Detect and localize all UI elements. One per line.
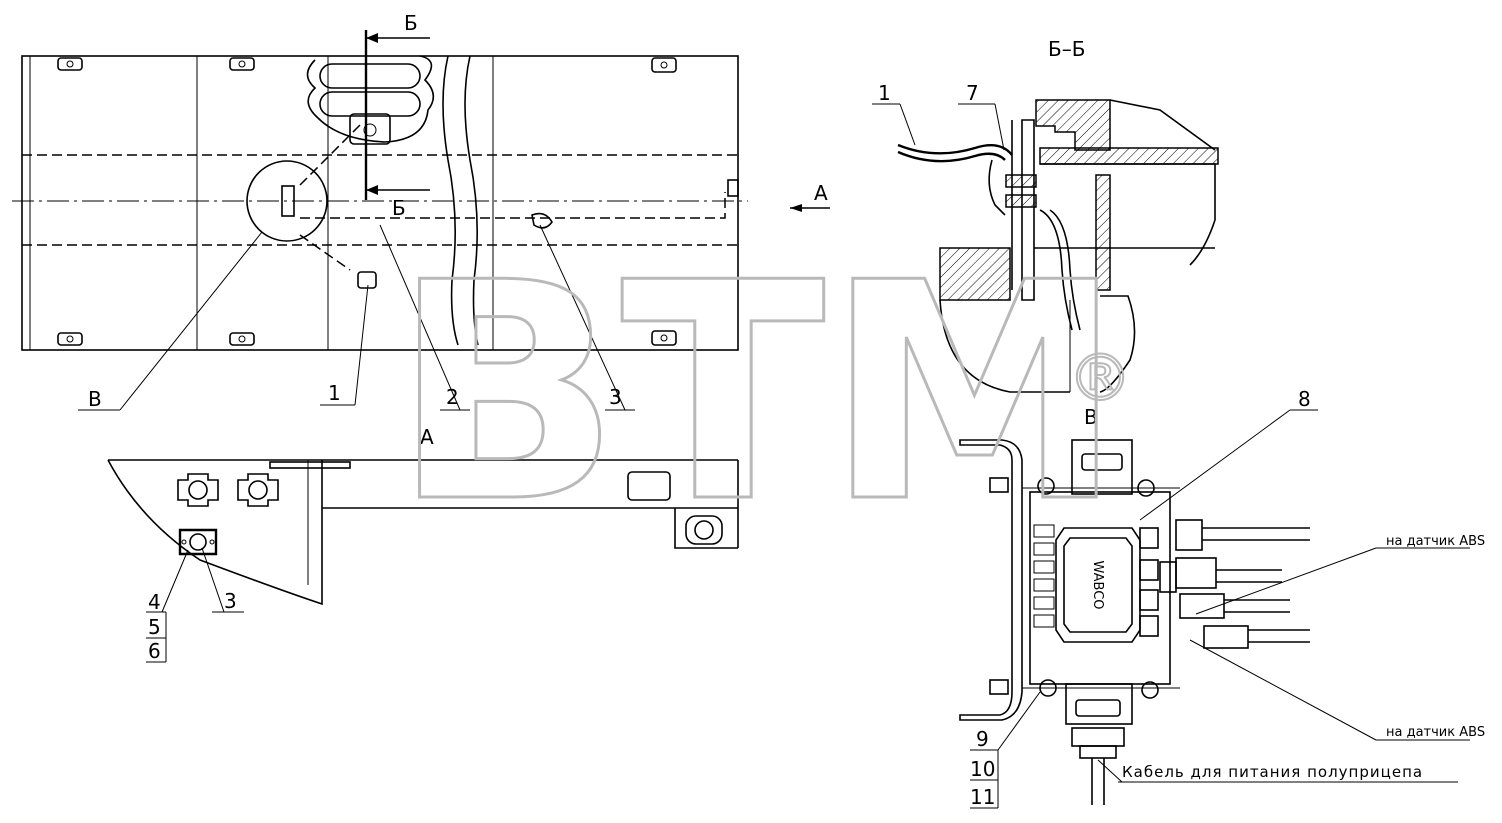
clamp-icon [229, 57, 255, 71]
view-mark-a: А [814, 181, 828, 205]
clamp-icon [57, 332, 83, 346]
connector-icon [237, 473, 279, 507]
note-abs-bottom: на датчик ABS [1386, 725, 1485, 740]
clamp-icon [651, 330, 677, 346]
section-bb: Б–Б 1 7 [872, 37, 1219, 393]
cable-label: Кабель для питания полуприцепа [1122, 763, 1423, 781]
top-view: Б Б А В 1 2 3 [12, 11, 830, 411]
clamp-icon [229, 332, 255, 346]
callout-8: 8 [1298, 387, 1311, 411]
callout-9: 9 [976, 727, 989, 751]
callout-1: 1 [328, 381, 341, 405]
connector-icon [177, 473, 219, 507]
callout-1-bb: 1 [878, 81, 891, 105]
port-bank-right [1139, 527, 1159, 637]
view-a: А 4 5 6 3 [107, 425, 739, 663]
port-bank-left [1033, 524, 1055, 628]
callout-10: 10 [970, 757, 995, 781]
section-mark-top: Б [404, 11, 418, 35]
clamp-icon [651, 57, 677, 73]
clamp-icon [685, 515, 723, 545]
view-v-title: В [1084, 405, 1098, 429]
callout-5: 5 [148, 615, 161, 639]
callout-6: 6 [148, 639, 161, 663]
section-mark-bottom: Б [392, 196, 406, 220]
watermark-text: BTM [392, 219, 1124, 568]
callout-v: В [88, 387, 102, 411]
clamp-icon [57, 57, 83, 71]
callout-3-view-a: 3 [224, 589, 237, 613]
socket-icon [178, 528, 218, 556]
view-a-title: А [420, 425, 434, 449]
callout-4: 4 [148, 590, 161, 614]
callout-3: 3 [609, 385, 622, 409]
note-abs-top: на датчик ABS [1386, 534, 1485, 549]
watermark-registered: ® [1068, 342, 1132, 416]
module-brand: WABCO [1090, 560, 1105, 609]
watermark: BTM ® [391, 218, 1134, 570]
callout-2: 2 [446, 385, 459, 409]
section-bb-title: Б–Б [1048, 37, 1085, 61]
callout-11: 11 [970, 785, 995, 809]
view-v: В WABCO [959, 387, 1485, 809]
callout-7: 7 [966, 81, 979, 105]
